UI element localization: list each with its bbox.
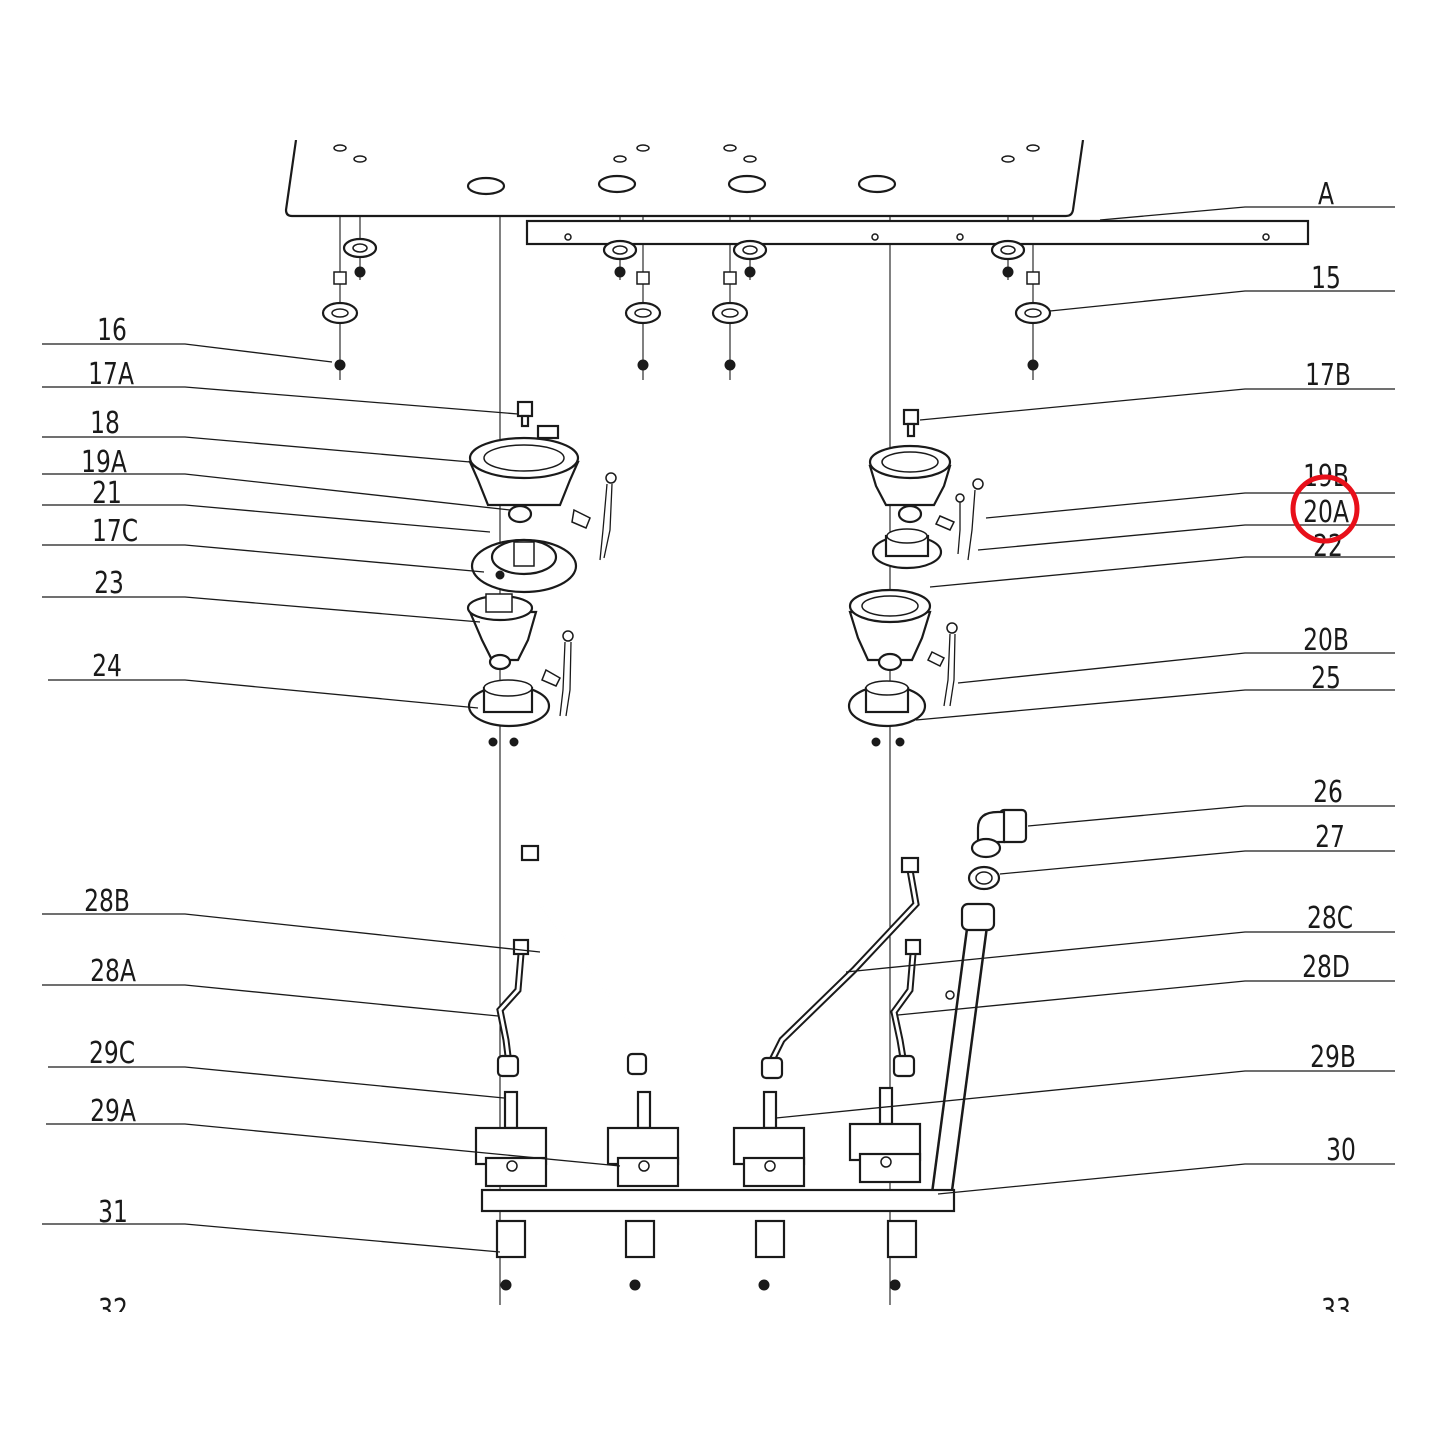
callout-20A: 20A	[1303, 495, 1349, 530]
alignment-axes	[339, 140, 1034, 1305]
callout-24: 24	[92, 649, 122, 684]
mounting-rail	[525, 219, 1310, 246]
valve-clips	[495, 1219, 918, 1291]
callout-22: 22	[1313, 529, 1343, 564]
gas-valves	[474, 1086, 922, 1188]
fastener-row	[321, 237, 1052, 371]
callout-28C: 28C	[1307, 901, 1353, 936]
manifold-bar	[480, 1188, 956, 1213]
callout-28B: 28B	[84, 884, 130, 919]
callout-23: 23	[94, 566, 124, 601]
callout-33: 33	[1321, 1293, 1351, 1328]
callout-19A: 19A	[81, 445, 127, 480]
callout-29B: 29B	[1310, 1040, 1356, 1075]
callout-28A: 28A	[90, 954, 136, 989]
callout-A: A	[1318, 177, 1335, 212]
callout-28D: 28D	[1302, 950, 1350, 985]
callout-29C: 29C	[89, 1036, 135, 1071]
callout-25: 25	[1311, 661, 1341, 696]
gas-pipes	[496, 844, 996, 1194]
highlight-circle	[1290, 474, 1360, 544]
leader-lines	[42, 206, 1395, 1253]
callout-17B: 17B	[1305, 358, 1351, 393]
callout-15: 15	[1311, 261, 1341, 296]
elbow-fitting	[967, 808, 1028, 891]
callout-20B: 20B	[1303, 623, 1349, 658]
callout-30: 30	[1326, 1133, 1356, 1168]
callout-31: 31	[98, 1195, 128, 1230]
callout-labels: A 15 16 17A 17B 18 19A 19B 20A 21 22 17C…	[81, 177, 1356, 1328]
left-burner-assembly	[466, 400, 617, 747]
callout-17A: 17A	[88, 357, 134, 392]
callout-27: 27	[1315, 820, 1345, 855]
top-panel	[284, 140, 1085, 218]
callout-18: 18	[90, 406, 120, 441]
right-burner-assembly	[847, 408, 984, 747]
callout-17C: 17C	[92, 514, 138, 549]
callout-32: 32	[98, 1293, 128, 1328]
callout-29A: 29A	[90, 1094, 136, 1129]
callout-21: 21	[92, 476, 122, 511]
callout-16: 16	[97, 313, 127, 348]
callout-26: 26	[1313, 775, 1343, 810]
